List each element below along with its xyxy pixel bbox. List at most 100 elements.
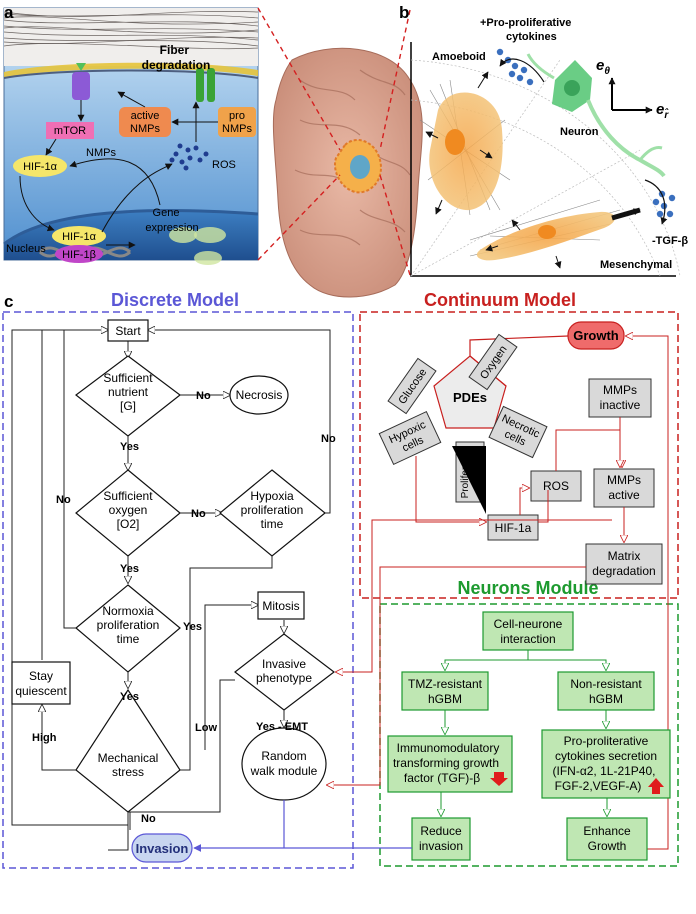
mesenchymal-label: Mesenchymal [600,259,672,271]
quiescent-node [11,661,71,705]
start-label: Start [115,324,141,338]
hif1b-nuclear [55,245,103,263]
matrix-degradation-box [585,543,663,585]
no-label-normoxia: No [56,494,71,506]
mitosis-label: Mitosis [262,599,299,613]
panel-b-label: b [399,3,409,22]
mitosis-node [257,591,305,620]
amoeboid-label: Amoeboid [432,51,486,63]
no-label-nutrient: No [196,390,211,402]
hif1a-box-c [487,514,539,541]
membrane-outer [4,62,258,78]
neuron-icon [526,53,666,178]
neurons-module-title: Neurons Module [457,578,598,598]
zoom-lines [257,7,411,276]
hypoxia-decision [219,469,326,557]
yes-emt-label: Yes - EMT [256,721,308,733]
glucose-box: Glucose [387,357,437,415]
tmz-node [401,671,489,711]
unit-vectors: eθ er̂ [596,57,669,121]
tgfb-label: -TGF-β [652,235,688,247]
no-label-hypoxia: No [321,433,336,445]
polar-grid [410,59,681,277]
decision-labels: No Yes No Yes No No Yes Yes High Low Yes… [32,390,336,825]
ros-particles [169,143,209,171]
receptor-left [72,63,90,100]
discrete-model-border [2,311,354,869]
yes-label-oxygen: Yes [120,563,139,575]
continuum-flowchart: PDEs Glucose Oxygen Hypoxiccells Necroti… [301,321,669,850]
amoeboid-arrows [425,71,493,215]
yes-label-normoxia: Yes [120,691,139,703]
up-arrow-icon [648,778,664,794]
discrete-arrows [11,330,331,851]
nutrient-decision [75,355,181,437]
mechanical-decision [75,688,181,813]
nucleus-label: Nucleus [6,243,46,255]
ros-box-label: ROS [543,479,569,493]
high-label: High [32,732,57,744]
fibers [3,10,259,50]
neurons-module-border [379,603,679,867]
necrosis-node [229,375,289,415]
nmps-label: NMPs [86,147,116,159]
hif1a-nuclear-label: HIF-1α [62,231,97,243]
nonres-node [557,671,655,711]
gene-product [194,227,226,243]
gene-product [194,251,222,265]
low-label: Low [195,722,217,734]
e-theta-label: eθ [596,57,610,77]
mesenchymal-cell [469,199,621,261]
e-r-label: er̂ [656,101,669,121]
necrotic-cells-box: Necroticcells [488,405,548,459]
continuum-model-border [359,311,679,599]
amoeboid-cell [419,79,511,216]
neuron-label: Neuron [560,126,599,138]
growth-node [567,321,625,350]
hypoxic-cells-box: Hypoxiccells [378,410,442,466]
hif1a-box-label: HIF-1a [495,521,532,535]
hif1a-box [13,155,67,177]
oxygen-decision [75,469,181,557]
pdes-label: PDEs [453,390,487,405]
panel-c-label: c [4,292,13,311]
invasion-node [131,833,193,863]
necrosis-label: Necrosis [236,388,283,402]
invasive-decision [234,633,335,711]
cytokine-arrow [499,58,545,83]
continuum-model-title: Continuum Model [424,290,576,310]
yes-label-hypoxia-time: Yes [183,621,202,633]
mmps-active-box [593,468,655,508]
mmps-inactive-box [588,378,652,418]
invasion-label: Invasion [136,841,189,856]
tgfb-arrow [644,179,668,225]
gene-product [169,227,197,243]
no-label-invasive: No [141,813,156,825]
interaction-node [482,611,574,651]
invasion-arrows [193,800,412,852]
down-arrow-icon [490,772,508,786]
no-label-oxygen: No [191,508,206,520]
reduce-node [411,817,471,861]
pro-nmps-box [218,107,256,137]
migration-arrow [611,207,641,221]
